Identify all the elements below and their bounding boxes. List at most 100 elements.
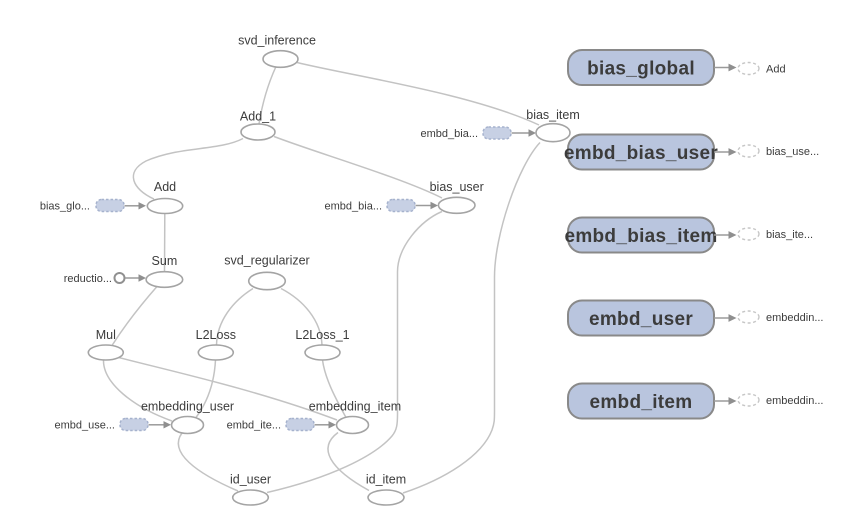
op-node-embedding_user[interactable]: embedding_user [141, 400, 234, 435]
op-node-label: bias_item [526, 108, 580, 122]
edge-iditem-biasitem [402, 141, 541, 494]
edge-biasuser-add1 [273, 135, 443, 199]
op-node-ellipse [535, 122, 571, 143]
op-node-ellipse [437, 196, 476, 215]
input-stub-embd_item[interactable]: embd_ite... [227, 417, 336, 432]
op-node-ellipse [87, 344, 125, 361]
op-node-ellipse [262, 49, 299, 69]
op-node-id_user[interactable]: id_user [230, 473, 271, 506]
arrowhead-icon [163, 421, 171, 429]
op-node-Add[interactable]: Add [146, 180, 184, 215]
edge-add-add1 [132, 137, 244, 200]
aux-output-label: embeddin... [766, 395, 823, 407]
input-stub-label: embd_use... [54, 420, 115, 432]
edge-iduser-biasuser [266, 210, 443, 494]
arrowhead-icon [728, 63, 737, 72]
input-stub-label: bias_glo... [40, 201, 90, 213]
input-stub-label: reductio... [64, 273, 112, 285]
op-node-L2Loss_1[interactable]: L2Loss_1 [295, 328, 350, 361]
edge-embeddingitem-l2loss1 [321, 359, 347, 418]
aux-node-embd_bias_item[interactable]: embd_bias_item bias_ite... [564, 216, 813, 254]
aux-node-embd_user[interactable]: embd_user embeddin... [567, 299, 823, 337]
edge-l2loss-svdregularizer [215, 287, 254, 346]
op-node-label: svd_regularizer [224, 254, 309, 268]
input-stub-constant-circle[interactable] [113, 272, 126, 284]
op-node-label: Mul [96, 328, 116, 342]
op-node-label: Add [154, 180, 176, 194]
aux-node-embd_bias_user[interactable]: embd_bias_user bias_use... [564, 133, 819, 171]
input-stub-pill[interactable] [95, 198, 125, 213]
op-node-ellipse [367, 489, 405, 506]
aux-nodes: bias_global Add embd_bias_user bias_use.… [564, 49, 823, 420]
input-stub-reduction[interactable]: reductio... [64, 272, 146, 285]
edge-mul-sum [111, 286, 158, 346]
arrowhead-icon [728, 148, 737, 156]
aux-node-label: embd_item [589, 392, 692, 413]
input-stub-label: embd_bia... [421, 128, 478, 140]
arrowhead-icon [528, 129, 536, 137]
input-stub-label: embd_bia... [325, 201, 382, 213]
aux-output-node[interactable] [737, 310, 760, 324]
input-stub-embd_user[interactable]: embd_use... [54, 417, 171, 432]
edge-embeddinguser-l2loss [195, 359, 217, 418]
input-stub-pill[interactable] [119, 417, 149, 432]
input-stub-label: embd_ite... [227, 420, 281, 432]
op-node-ellipse [247, 271, 287, 291]
input-stub-embd_bias-item[interactable]: embd_bia... [421, 126, 536, 140]
aux-node-label: embd_user [589, 309, 693, 330]
edge-iditem-embeddingitem [327, 431, 370, 492]
input-stub-pill[interactable] [285, 417, 315, 432]
aux-node-embd_item[interactable]: embd_item embeddin... [567, 382, 823, 420]
input-stub-pill[interactable] [482, 126, 512, 140]
op-node-label: id_item [366, 473, 406, 487]
input-stub-embd_bias-user[interactable]: embd_bia... [325, 198, 438, 213]
op-node-svd_inference[interactable]: svd_inference [238, 34, 316, 69]
arrowhead-icon [328, 421, 336, 429]
op-node-ellipse [231, 489, 270, 506]
op-node-label: Sum [152, 254, 178, 268]
arrowhead-icon [728, 231, 737, 239]
aux-output-node[interactable] [737, 144, 760, 158]
input-stub-pill[interactable] [386, 198, 416, 213]
op-node-Add_1[interactable]: Add_1 [240, 110, 276, 141]
arrowhead-icon [138, 274, 146, 282]
op-node-ellipse [146, 197, 184, 215]
input-stubs: bias_glo... embd_bia... embd_bia... redu… [40, 126, 536, 432]
op-node-ellipse [145, 270, 184, 289]
edge-add1-svdinference [258, 66, 277, 125]
edge-embeddinguser-mul [102, 359, 173, 422]
op-nodes: svd_inference Add_1 bias_item Add bias_u… [87, 34, 580, 506]
op-node-bias_user[interactable]: bias_user [430, 180, 484, 215]
op-node-bias_item[interactable]: bias_item [526, 108, 580, 143]
op-node-id_item[interactable]: id_item [366, 473, 406, 506]
arrowhead-icon [728, 397, 737, 405]
op-node-ellipse [170, 415, 205, 435]
op-node-ellipse [335, 415, 370, 435]
op-node-label: Add_1 [240, 110, 276, 124]
input-stub-bias_global[interactable]: bias_glo... [40, 198, 146, 213]
aux-output-label: bias_use... [766, 146, 819, 158]
aux-output-node[interactable] [737, 61, 760, 76]
arrowhead-icon [138, 202, 146, 210]
op-node-label: embedding_user [141, 400, 234, 414]
aux-output-node[interactable] [737, 227, 760, 241]
op-node-ellipse [240, 123, 276, 141]
aux-node-label: embd_bias_item [564, 226, 717, 247]
op-node-label: L2Loss [196, 328, 236, 342]
aux-node-label: bias_global [587, 59, 695, 80]
aux-output-node[interactable] [737, 393, 760, 407]
op-node-embedding_item[interactable]: embedding_item [309, 400, 401, 435]
edge-iduser-embeddinguser [177, 432, 239, 492]
op-node-L2Loss[interactable]: L2Loss [196, 328, 236, 361]
aux-node-label: embd_bias_user [564, 143, 718, 164]
op-node-ellipse [197, 344, 235, 361]
edges [102, 61, 541, 494]
op-node-Mul[interactable]: Mul [87, 328, 125, 361]
aux-node-bias_global[interactable]: bias_global Add [567, 49, 786, 86]
op-node-svd_regularizer[interactable]: svd_regularizer [224, 254, 310, 291]
aux-output-label: embeddin... [766, 312, 823, 324]
edge-biasitem-svdinference [296, 61, 540, 126]
op-node-Sum[interactable]: Sum [145, 254, 184, 289]
aux-output-label: bias_ite... [766, 229, 813, 241]
